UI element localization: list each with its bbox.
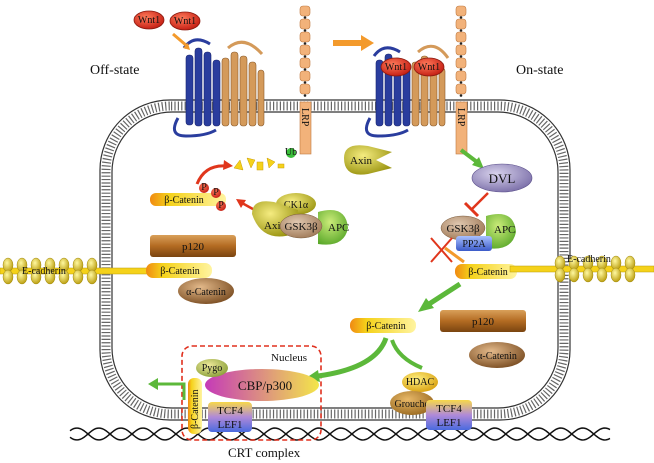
crt-complex-label: CRT complex [228,445,301,460]
svg-text:P: P [201,182,207,193]
svg-text:Pygo: Pygo [202,363,223,374]
nucleus-boundary [181,345,322,441]
svg-text:APC: APC [494,224,515,236]
tcf4-lef1-repressed: TCF4 LEF1 [426,400,472,430]
beta-catenin-nuclear: β-Catenin [188,378,202,434]
svg-text:Ub: Ub [285,147,297,158]
axin-free: Axin [344,145,392,175]
wnt1-on-1: Wnt1 [380,57,412,77]
svg-text:APC: APC [328,222,349,234]
dvl: DVL [471,163,533,193]
svg-text:LEF1: LEF1 [217,419,242,431]
svg-text:PP2A: PP2A [462,239,486,250]
svg-text:p120: p120 [182,241,205,253]
destruction-complex-off: CK1α Axin APC GSK3β [252,193,349,245]
svg-text:Groucho: Groucho [395,399,430,410]
beta-catenin-stable: β-Catenin [455,264,517,279]
svg-text:LRP: LRP [455,108,466,127]
svg-text:HDAC: HDAC [406,377,435,388]
nucleus-label: Nucleus [271,352,307,364]
svg-text:GSK3β: GSK3β [284,221,318,233]
lrp-coreceptor-off: LRP [299,5,312,155]
svg-text:p120: p120 [472,316,495,328]
wnt1-on-2: Wnt1 [413,57,445,77]
svg-text:E-cadherin: E-cadherin [22,266,66,277]
p120-free: p120 [440,310,526,332]
hdac: HDAC [402,372,438,392]
svg-text:TCF4: TCF4 [217,405,243,417]
svg-text:Wnt1: Wnt1 [385,62,407,73]
degraded-beta-catenin-fragments [233,157,285,171]
dvl-inhibition [463,192,489,218]
svg-text:Wnt1: Wnt1 [138,15,160,26]
svg-text:β-Catenin: β-Catenin [160,266,200,277]
svg-text:LRP: LRP [299,108,310,127]
e-cadherin-right: E-cadherin [509,254,654,283]
wnt1-off-2: Wnt1 [169,11,201,31]
svg-text:Wnt1: Wnt1 [174,16,196,27]
nuclear-entry-arrow [317,337,389,379]
frizzled-receptor-off [172,38,265,138]
svg-text:TCF4: TCF4 [436,403,462,415]
svg-text:CBP/p300: CBP/p300 [238,378,292,393]
dna-helix [69,427,611,441]
p120-membrane: p120 [150,235,236,257]
blocked-degradation-arrow [430,237,465,264]
svg-text:LEF1: LEF1 [436,417,461,429]
lrp-to-dvl-arrow [459,148,479,164]
svg-text:P: P [213,187,219,198]
svg-text:E-cadherin: E-cadherin [567,254,611,265]
svg-text:α-Catenin: α-Catenin [477,351,517,362]
translocation-arrow-1 [424,281,462,309]
pygo: Pygo [196,359,228,377]
groucho: Groucho [390,391,434,415]
wnt1-off-1: Wnt1 [133,10,165,30]
svg-text:α-Catenin: α-Catenin [186,287,226,298]
destruction-complex-on: APC GSK3β PP2A [440,214,516,251]
e-cadherin-left: E-cadherin [0,257,161,285]
state-transition-arrow [333,35,374,51]
beta-catenin-membrane: β-Catenin [146,263,212,278]
svg-text:P: P [218,200,224,211]
beta-catenin-cytoplasm: β-Catenin [350,318,416,333]
svg-text:β-Catenin: β-Catenin [366,321,406,332]
svg-text:DVL: DVL [489,171,516,186]
wnt-binding-arrow-off [172,32,188,48]
svg-text:Wnt1: Wnt1 [418,62,440,73]
svg-text:Axin: Axin [350,155,373,167]
svg-text:β-Catenin: β-Catenin [468,267,508,278]
svg-text:GSK3β: GSK3β [446,223,480,235]
beta-catenin-phosphorylated: β-Catenin P P P [150,182,226,211]
alpha-catenin-free: α-Catenin [469,342,525,368]
cbp-p300: CBP/p300 [205,369,319,401]
alpha-catenin-membrane: α-Catenin [178,278,234,304]
lrp-coreceptor-on: LRP [455,5,468,155]
on-state-label: On-state [516,63,563,78]
ubiquitin: Ub [285,147,297,158]
gene-transcription-arrow [148,378,186,400]
off-state-label: Off-state [90,63,140,78]
tcf4-lef1-active: TCF4 LEF1 [208,402,252,432]
svg-text:CK1α: CK1α [284,200,309,211]
svg-text:β-Catenin: β-Catenin [164,195,204,206]
svg-text:β-Catenin: β-Catenin [190,389,201,429]
